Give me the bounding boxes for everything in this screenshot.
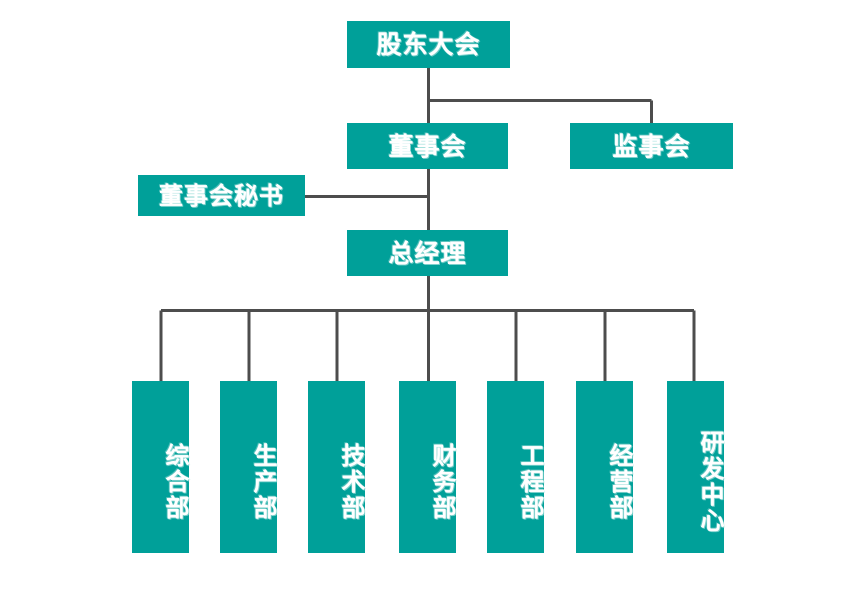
node-department-technology[interactable]: 技术部 xyxy=(308,381,365,553)
node-label: 经营部 xyxy=(605,443,633,521)
node-department-engineering[interactable]: 工程部 xyxy=(487,381,544,553)
node-label: 工程部 xyxy=(516,443,544,521)
node-label: 研发中心 xyxy=(696,430,724,534)
node-general-manager[interactable]: 总经理 xyxy=(347,230,508,276)
node-label: 董事会秘书 xyxy=(159,181,284,210)
node-department-general-affairs[interactable]: 综合部 xyxy=(132,381,189,553)
node-shareholders-meeting[interactable]: 股东大会 xyxy=(347,21,510,68)
node-label: 董事会 xyxy=(388,131,467,161)
node-label: 综合部 xyxy=(161,443,189,521)
node-label: 股东大会 xyxy=(376,30,481,59)
node-label: 技术部 xyxy=(337,443,365,521)
node-label: 财务部 xyxy=(428,443,456,521)
node-board-of-supervisors[interactable]: 监事会 xyxy=(570,123,733,169)
node-board-secretary[interactable]: 董事会秘书 xyxy=(138,175,305,216)
node-department-rnd-center[interactable]: 研发中心 xyxy=(667,381,724,553)
node-department-finance[interactable]: 财务部 xyxy=(399,381,456,553)
node-label: 总经理 xyxy=(388,238,467,268)
node-department-production[interactable]: 生产部 xyxy=(220,381,277,553)
node-board-of-directors[interactable]: 董事会 xyxy=(347,123,508,169)
node-label: 生产部 xyxy=(249,443,277,521)
node-department-operations[interactable]: 经营部 xyxy=(576,381,633,553)
node-label: 监事会 xyxy=(612,131,691,161)
